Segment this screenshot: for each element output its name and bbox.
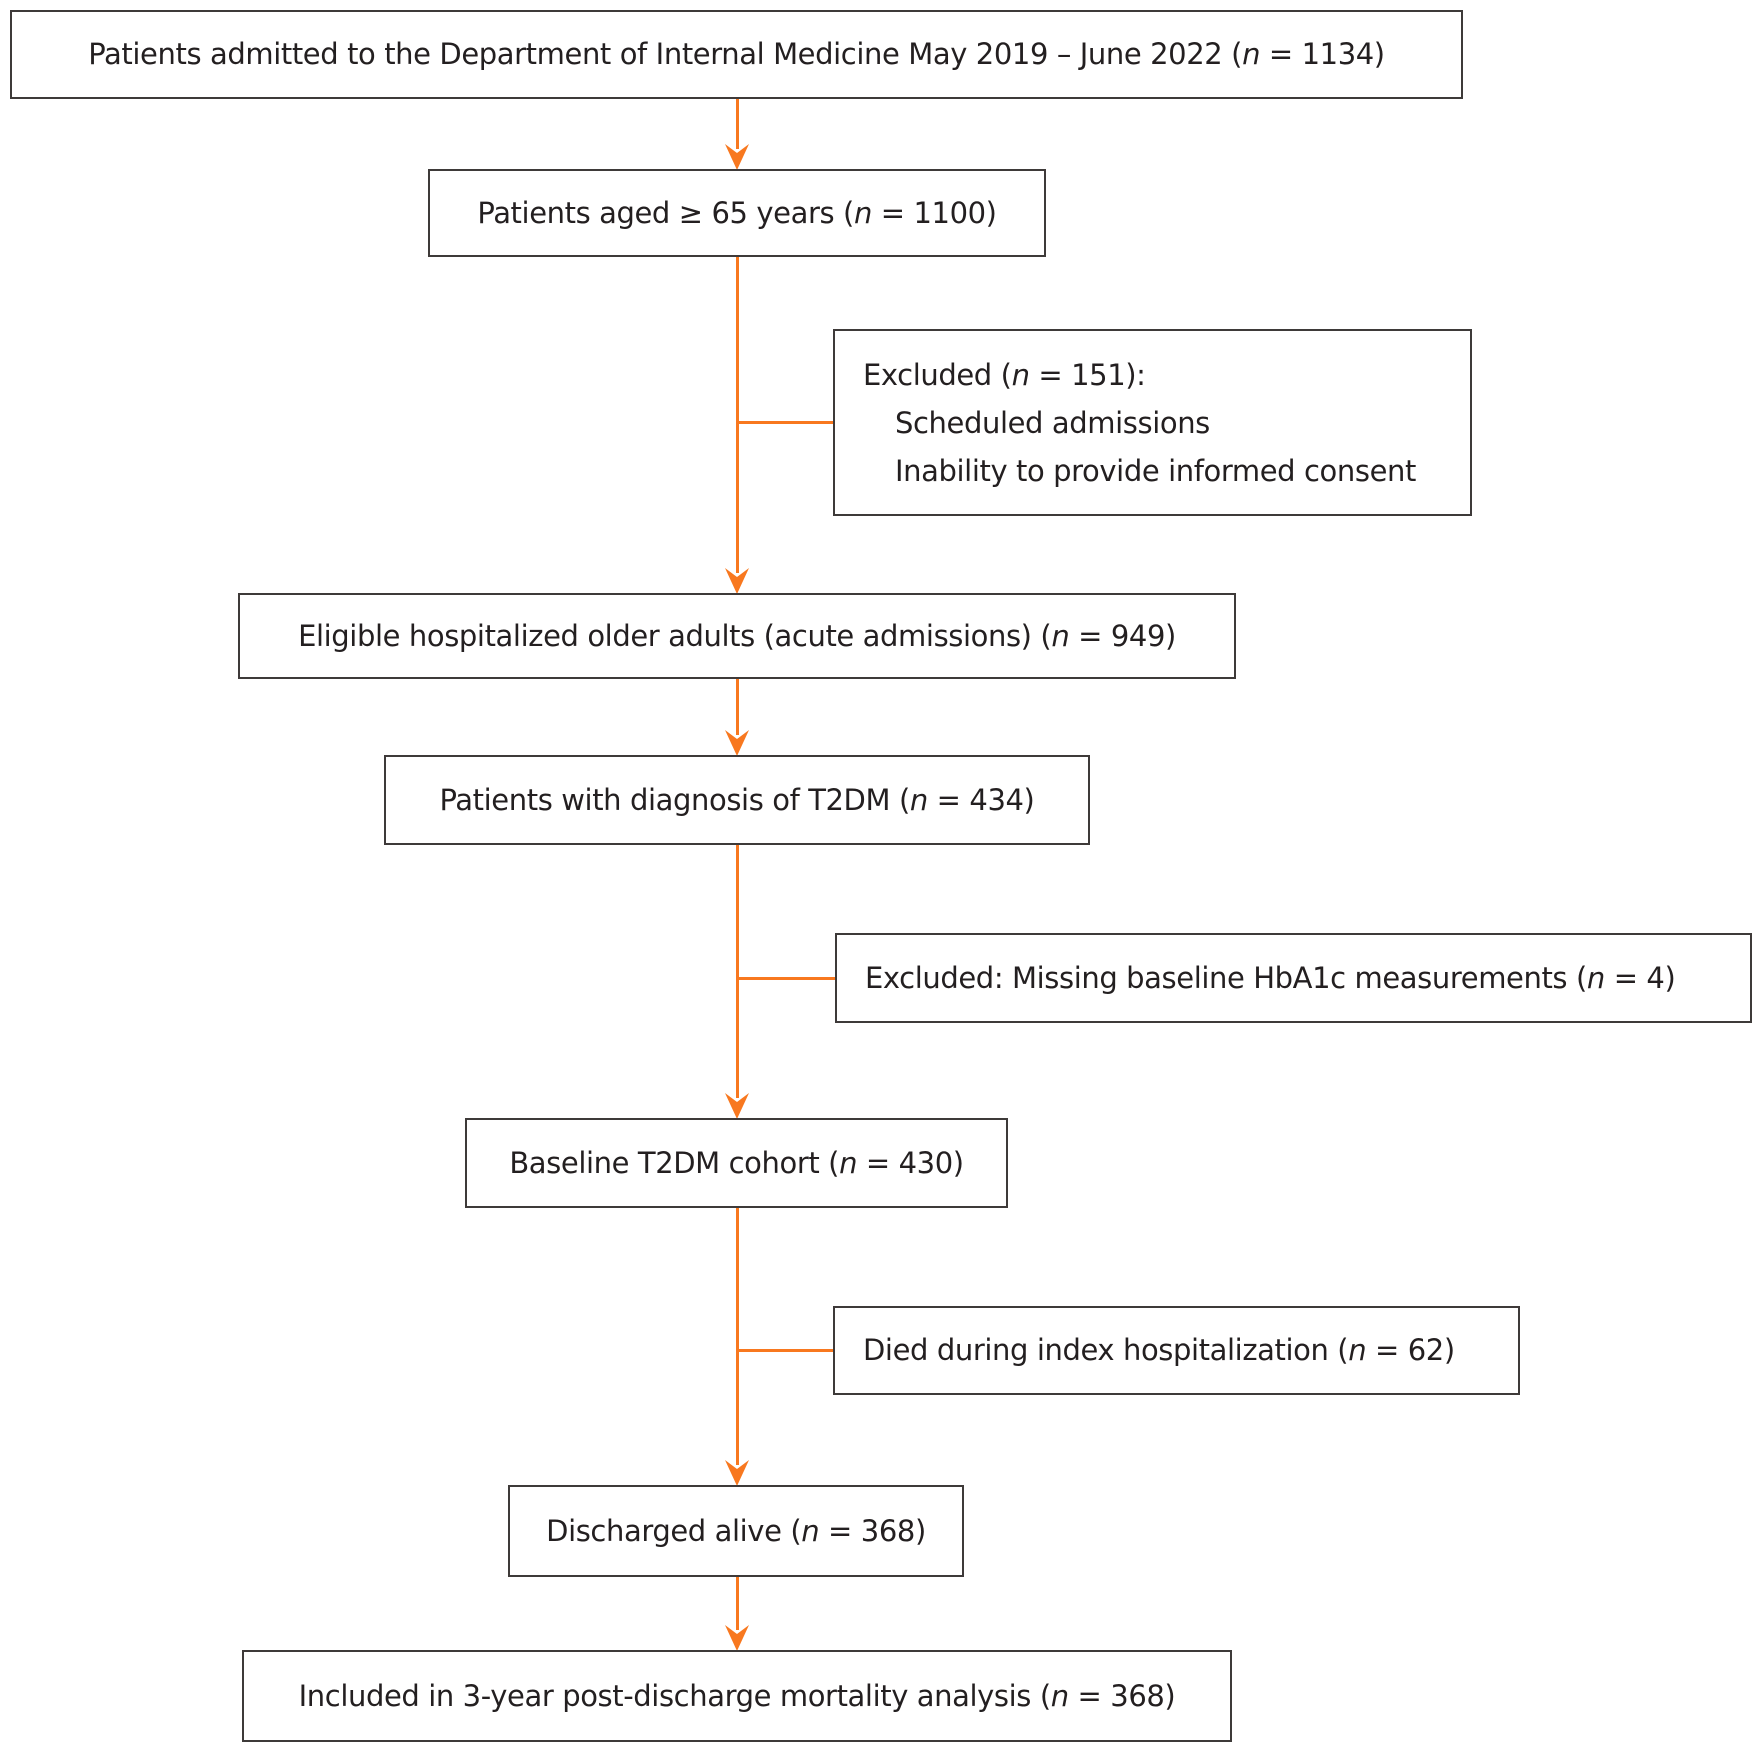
branch-line-excluded-3 [737,1349,833,1352]
flow-line-2 [735,257,739,573]
node-mortality-label: Included in 3-year post-discharge mortal… [298,1678,1176,1713]
flow-line-5 [735,1208,739,1465]
node-discharged-alive: Discharged alive (n = 368) [508,1485,964,1577]
arrowhead-down-icon [725,730,749,756]
node-admitted: Patients admitted to the Department of I… [10,10,1463,99]
flow-line-4 [735,845,739,1098]
node-died-index: Died during index hospitalization (n = 6… [833,1306,1520,1395]
node-excluded-consent: Excluded (n = 151): Scheduled admissions… [833,329,1472,516]
node-eligible: Eligible hospitalized older adults (acut… [238,593,1236,679]
branch-line-excluded-1 [737,421,833,424]
branch-line-excluded-2 [737,977,835,980]
flow-line-3 [735,679,739,735]
node-baseline-cohort: Baseline T2DM cohort (n = 430) [465,1118,1008,1208]
excluded-2-label: Excluded: Missing baseline HbA1c measure… [865,960,1676,995]
node-mortality-analysis: Included in 3-year post-discharge mortal… [242,1650,1232,1742]
node-t2dm-label: Patients with diagnosis of T2DM (n = 434… [439,782,1035,817]
arrowhead-down-icon [725,1093,749,1119]
excluded-1-item: Scheduled admissions [895,405,1210,440]
excluded-1-item: Inability to provide informed consent [895,453,1416,488]
node-t2dm-diagnosis: Patients with diagnosis of T2DM (n = 434… [384,755,1090,845]
arrowhead-down-icon [725,1460,749,1486]
node-admitted-label: Patients admitted to the Department of I… [88,37,1385,72]
node-eligible-label: Eligible hospitalized older adults (acut… [298,618,1176,653]
excluded-1-title: Excluded (n = 151): [863,357,1146,392]
arrowhead-down-icon [725,568,749,594]
flow-line-1 [735,99,739,149]
node-aged-65: Patients aged ≥ 65 years (n = 1100) [428,169,1046,257]
node-discharged-label: Discharged alive (n = 368) [546,1513,926,1548]
node-baseline-label: Baseline T2DM cohort (n = 430) [509,1145,964,1180]
node-excluded-hba1c: Excluded: Missing baseline HbA1c measure… [835,933,1752,1023]
arrowhead-down-icon [725,144,749,170]
died-index-label: Died during index hospitalization (n = 6… [863,1333,1455,1368]
arrowhead-down-icon [725,1625,749,1651]
node-aged-65-label: Patients aged ≥ 65 years (n = 1100) [477,195,997,230]
flow-line-6 [735,1577,739,1630]
